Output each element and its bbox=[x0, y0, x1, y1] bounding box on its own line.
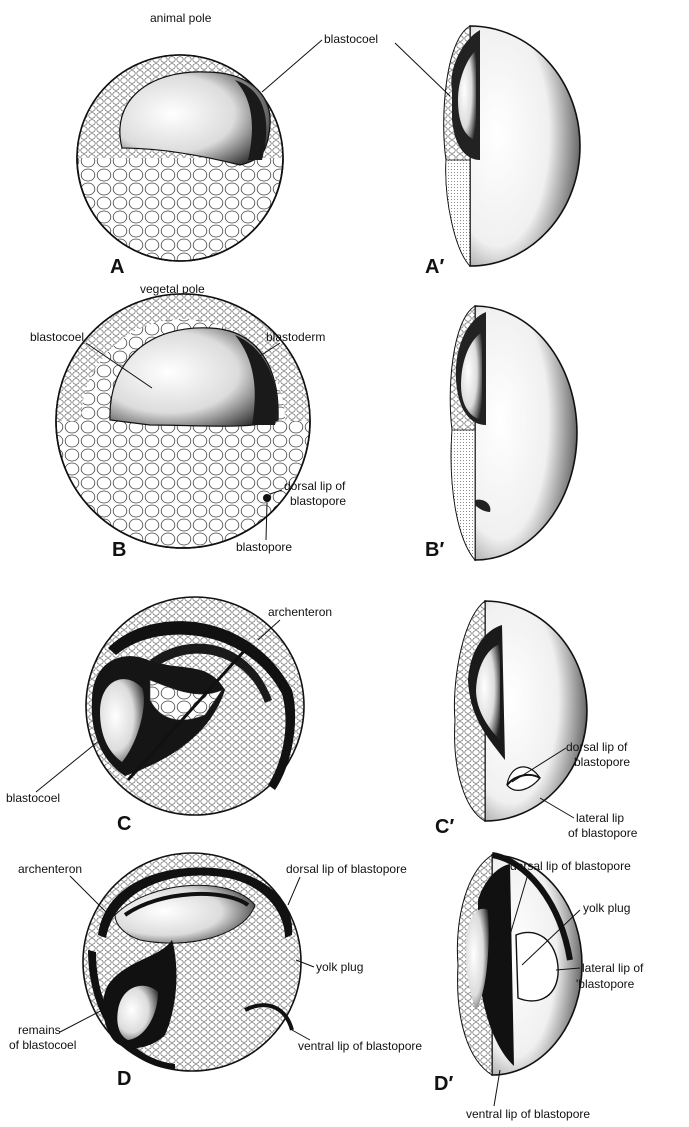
panel-c-archenteron-label: archenteron bbox=[268, 605, 332, 619]
panel-d: archenteron dorsal lip of blastopore yol… bbox=[9, 853, 422, 1090]
panel-a-letter: A bbox=[110, 256, 124, 278]
panel-c-prime-lateral-lip-label-line1: lateral lip bbox=[576, 811, 624, 825]
panel-a-prime-hemisphere bbox=[470, 26, 580, 266]
panel-a-animal-pole-label: animal pole bbox=[150, 11, 212, 25]
panel-c-blastocoel-label: blastocoel bbox=[6, 791, 60, 805]
panel-d-remains-label-line2: of blastocoel bbox=[9, 1038, 76, 1052]
panel-c: archenteron blastocoel C bbox=[6, 597, 332, 835]
panel-a-prime-letter: A′ bbox=[425, 256, 444, 278]
panel-b-blastopore-label: blastopore bbox=[236, 540, 292, 554]
panel-b-prime: B′ bbox=[425, 306, 577, 561]
panel-d-yolk-plug-label: yolk plug bbox=[316, 960, 363, 974]
panel-c-prime-dorsal-lip-label-line2: blastopore bbox=[574, 755, 630, 769]
panel-b-blastopore bbox=[263, 494, 271, 502]
panel-d-dorsal-lip-label: dorsal lip of blastopore bbox=[286, 862, 407, 876]
panel-c-prime-dorsal-lip-label-line1: dorsal lip of bbox=[566, 740, 628, 754]
panel-d-letter: D bbox=[117, 1068, 131, 1090]
panel-d-prime-yolk-plug-label: yolk plug bbox=[583, 901, 630, 915]
panel-b-blastocoel-label: blastocoel bbox=[30, 330, 84, 344]
panel-b-dorsal-lip-label-line2: blastopore bbox=[290, 494, 346, 508]
panel-c-prime-lateral-lip-label-line2: of blastopore bbox=[568, 826, 638, 840]
panel-d-prime-lateral-lip-label-line2: 'blastopore bbox=[576, 977, 635, 991]
panel-d-prime-letter: D′ bbox=[434, 1073, 453, 1095]
panel-a-blastocoel-label: blastocoel bbox=[324, 32, 378, 46]
panel-d-prime-ventral-lip-label: ventral lip of blastopore bbox=[466, 1107, 590, 1121]
panel-a: animal pole blastocoel vegetal pole A bbox=[77, 11, 378, 296]
panel-c-letter: C bbox=[117, 813, 131, 835]
panel-c-prime: dorsal lip of blastopore lateral lip of … bbox=[435, 601, 638, 840]
panel-b-letter: B bbox=[112, 539, 126, 561]
panel-d-prime: dorsal lip of blastopore yolk plug later… bbox=[434, 855, 644, 1121]
panel-d-archenteron-label: archenteron bbox=[18, 862, 82, 876]
panel-a-prime: A′ bbox=[395, 26, 580, 278]
panel-b-prime-letter: B′ bbox=[425, 539, 444, 561]
panel-b-prime-hemisphere bbox=[475, 306, 577, 560]
panel-c-prime-letter: C′ bbox=[435, 816, 454, 838]
panel-d-remains-label-line1: remains bbox=[18, 1023, 61, 1037]
panel-d-prime-lateral-lip-label-line1: lateral lip of bbox=[582, 961, 644, 975]
panel-d-prime-dorsal-lip-label: dorsal lip of blastopore bbox=[510, 859, 631, 873]
panel-b-blastoderm-label: blastoderm bbox=[266, 330, 325, 344]
panel-b-dorsal-lip-label-line1: dorsal lip of bbox=[284, 479, 346, 493]
panel-d-ventral-lip-label: ventral lip of blastopore bbox=[298, 1039, 422, 1053]
panel-b: blastocoel blastoderm dorsal lip of blas… bbox=[30, 294, 346, 561]
